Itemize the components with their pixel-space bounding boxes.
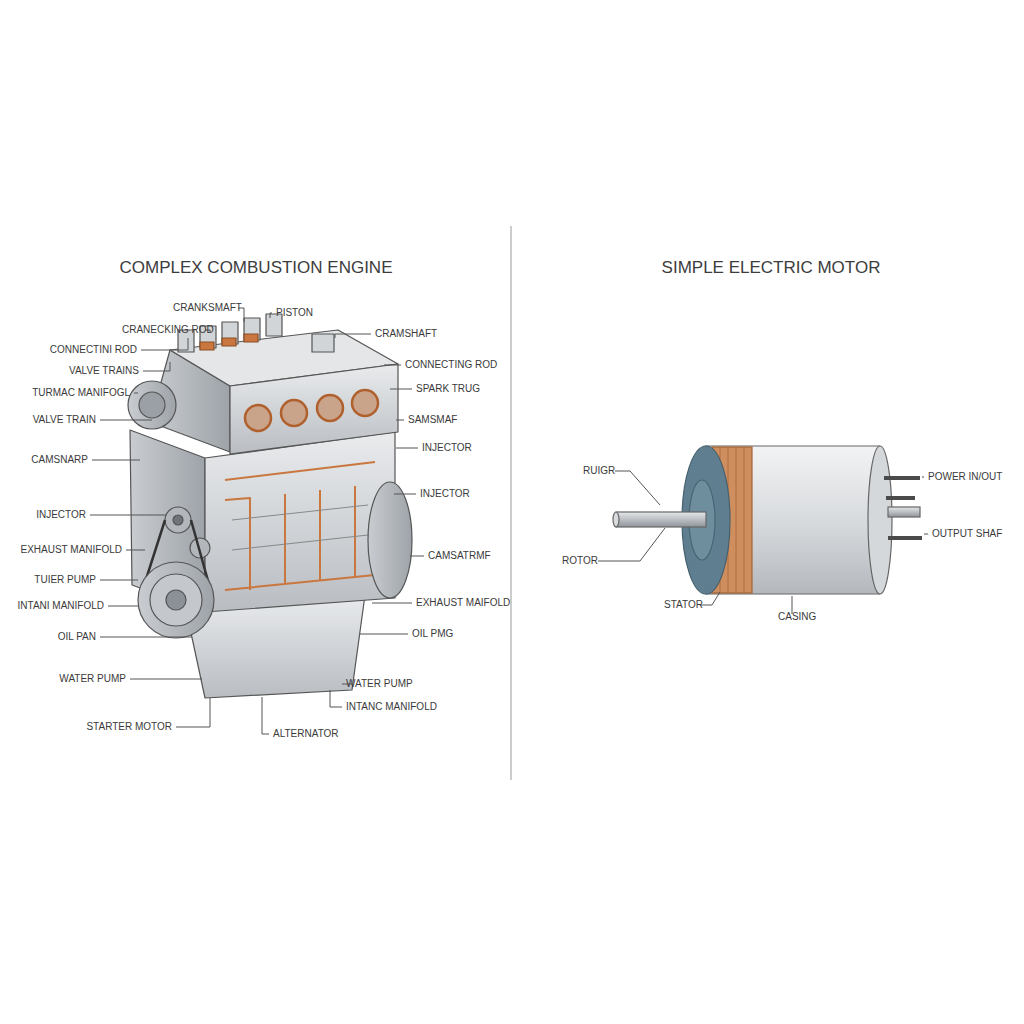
leader-lines [90,308,424,734]
part-label: EXHAUST MAIFOLD [416,597,510,609]
divider-line [511,226,512,780]
part-label: CONNECTING ROD [405,359,497,371]
part-label: CAMSNARP [31,454,88,466]
part-label: TUIER PUMP [34,574,96,586]
part-label: CASING [778,611,816,623]
engine-illustration [128,314,412,698]
part-label: INTANI MANIFOLD [18,600,104,612]
part-label: CRANECKING ROD [122,324,214,336]
part-label: OIL PAN [58,631,96,643]
part-label: VALVE TRAINS [69,365,139,377]
part-label: POWER IN/OUT [928,471,1002,483]
part-label: EXHAUST MANIFOLD [21,544,123,556]
part-label: STATOR [664,599,703,611]
section-title: SIMPLE ELECTRIC MOTOR [662,258,881,278]
part-label: SPARK TRUG [416,383,480,395]
part-label: WATER PUMP [346,678,413,690]
part-label: CONNECTINI ROD [50,344,137,356]
part-label: STARTER MOTOR [86,721,172,733]
part-label: INJECTOR [36,509,86,521]
part-label: INJECTOR [420,488,470,500]
part-label: ROTOR [562,555,598,567]
leader-lines [598,471,928,614]
part-label: PISTON [276,307,313,319]
part-label: SAMSMAF [408,414,457,426]
motor-illustration [613,446,922,594]
section-title: COMPLEX COMBUSTION ENGINE [120,258,393,278]
part-label: ALTERNATOR [273,728,339,740]
part-label: RUIGR [583,465,615,477]
part-label: CAMSATRMF [428,550,491,562]
part-label: INTANC MANIFOLD [346,701,437,713]
part-label: OUTPUT SHAF [932,528,1002,540]
part-label: WATER PUMP [59,673,126,685]
part-label: VALVE TRAIN [33,414,96,426]
part-label: CRAMSHAFT [375,328,437,340]
part-label: INJECTOR [422,442,472,454]
part-label: TURMAC MANIFOGL [32,387,130,399]
part-label: OIL PMG [412,628,453,640]
part-label: CRANKSMAFT [173,302,242,314]
